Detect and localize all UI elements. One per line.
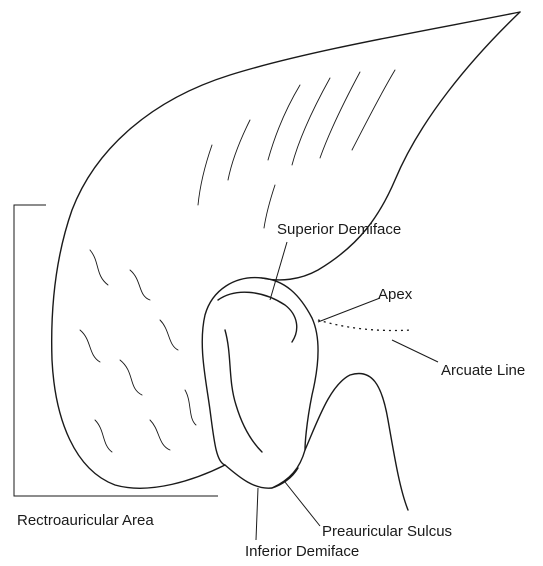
- ilium-inner-contour: [262, 12, 520, 280]
- retroauricular-texture: [80, 250, 196, 452]
- leader-preauricular-sulcus: [285, 482, 320, 526]
- ilium-bone-drawing: [52, 12, 520, 510]
- leader-superior-demiface: [270, 242, 287, 300]
- leader-apex: [318, 298, 380, 322]
- arcuate-line: [318, 320, 412, 331]
- leader-arcuate-line: [392, 340, 438, 362]
- label-preauricular-sulcus: Preauricular Sulcus: [322, 523, 452, 540]
- label-inferior-demiface: Inferior Demiface: [245, 543, 359, 560]
- blade-striations: [198, 70, 395, 228]
- auricular-ridge: [218, 292, 297, 452]
- label-superior-demiface: Superior Demiface: [277, 221, 401, 238]
- label-retroauricular-area: Rectroauricular Area: [17, 512, 154, 529]
- label-apex: Apex: [378, 286, 413, 303]
- leader-inferior-demiface: [256, 488, 258, 540]
- auricular-surface-outline: [202, 278, 318, 465]
- ilium-outline: [52, 12, 520, 510]
- retroauricular-bracket: [14, 205, 218, 496]
- label-arcuate-line: Arcuate Line: [441, 362, 525, 379]
